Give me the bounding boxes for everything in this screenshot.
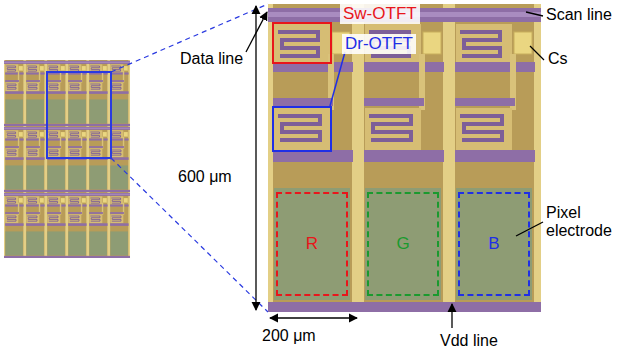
color-label: R bbox=[306, 234, 318, 254]
color-label: G bbox=[396, 234, 409, 254]
height-dimension bbox=[255, 6, 256, 310]
thumb-column bbox=[46, 192, 67, 258]
thumb-column bbox=[25, 126, 46, 192]
thumb-column bbox=[109, 192, 130, 258]
line-label: Data line bbox=[180, 50, 243, 68]
thumb-column bbox=[46, 126, 67, 192]
line-label: Scan line bbox=[546, 6, 612, 24]
red-subpixel-box: R bbox=[276, 192, 348, 296]
zoom-guide bbox=[111, 4, 268, 72]
thumb-column bbox=[4, 192, 25, 258]
component-label: Sw-OTFT bbox=[340, 4, 420, 24]
thumb-column bbox=[25, 60, 46, 126]
thumb-column bbox=[25, 192, 46, 258]
switching-tft-box: Sw-OTFT bbox=[272, 22, 332, 64]
thumb-column bbox=[88, 60, 109, 126]
thumb-column bbox=[67, 192, 88, 258]
thumb-column bbox=[4, 60, 25, 126]
thumb-column bbox=[67, 126, 88, 192]
leader-line bbox=[330, 52, 345, 106]
zoom-frame bbox=[47, 72, 111, 158]
dimension-label: 200 μm bbox=[262, 327, 316, 345]
leader-line bbox=[246, 12, 267, 52]
component-label: Dr-OTFT bbox=[342, 34, 416, 54]
width-dimension bbox=[270, 317, 357, 318]
part-label: Cs bbox=[548, 50, 568, 68]
pixel-column bbox=[450, 4, 541, 312]
zoom-guide bbox=[111, 158, 268, 312]
thumb-column bbox=[4, 126, 25, 192]
leader-line bbox=[526, 12, 543, 16]
thumb-column bbox=[88, 192, 109, 258]
blue-subpixel-box: B bbox=[458, 192, 530, 296]
leader-line bbox=[530, 46, 544, 60]
line-label: Vdd line bbox=[440, 332, 498, 350]
thumb-column bbox=[88, 126, 109, 192]
leader-arrow bbox=[451, 304, 452, 328]
dimension-label: 600 μm bbox=[178, 168, 232, 186]
driving-tft-box: Dr-OTFT bbox=[272, 106, 332, 152]
color-label: B bbox=[488, 234, 499, 254]
thumb-column bbox=[67, 60, 88, 126]
green-subpixel-box: G bbox=[367, 192, 439, 296]
thumb-column bbox=[109, 60, 130, 126]
array-thumbnail bbox=[4, 60, 130, 258]
thumb-column bbox=[46, 60, 67, 126]
part-label: Pixel electrode bbox=[546, 204, 624, 241]
